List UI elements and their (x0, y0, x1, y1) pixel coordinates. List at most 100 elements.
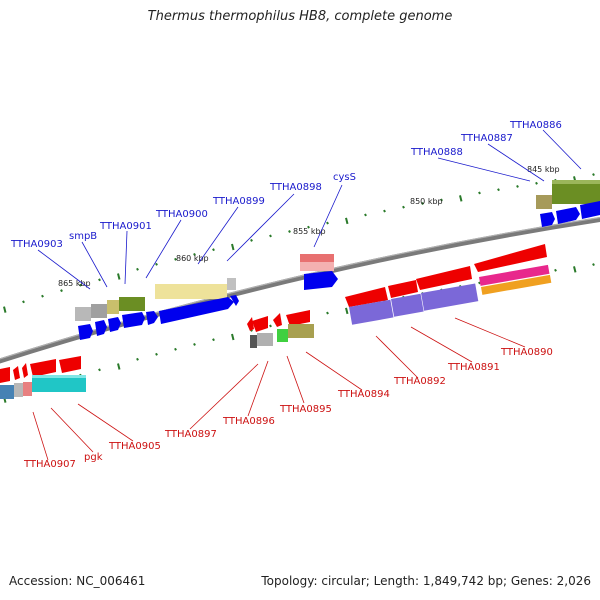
scale-tick-mark (497, 188, 500, 192)
gene-label-cysS[interactable]: cysS (333, 172, 356, 183)
feature-block (300, 254, 334, 262)
gene-label-TTHA0900[interactable]: TTHA0900 (155, 209, 208, 220)
gene-label-TTHA0905[interactable]: TTHA0905 (108, 441, 161, 452)
forward-gene-arrow (95, 320, 107, 336)
forward-gene-arrow (556, 207, 580, 224)
feature-block (32, 375, 86, 378)
scale-tick-mark (326, 221, 329, 225)
reverse-gene-arrow (273, 313, 282, 327)
reverse-gene-arrow (345, 287, 388, 307)
scale-tick-mark (174, 257, 177, 261)
accession-text: Accession: NC_006461 (9, 574, 146, 588)
scale-tick-mark (440, 198, 443, 202)
feature-block (552, 180, 600, 184)
reverse-gene-arrow (388, 280, 418, 298)
feature-block (14, 383, 23, 397)
forward-gene-arrow (230, 295, 239, 306)
scale-tick-mark (592, 173, 595, 176)
forward-gene-arrow (580, 201, 600, 219)
reverse-leader-lines (32, 317, 526, 461)
scale-tick-mark (535, 181, 538, 185)
scale-tick-mark (288, 230, 291, 233)
scale-tick-mark (212, 248, 215, 252)
gene-label-TTHA0901[interactable]: TTHA0901 (99, 221, 152, 232)
scale-ticks: 845 kbp 850 kbp 855 kbp 860 kbp 865 kbp (58, 165, 560, 288)
gene-label-TTHA0895[interactable]: TTHA0895 (279, 404, 332, 415)
forward-gene-arrow (122, 312, 145, 328)
scale-tick-mark (79, 283, 82, 287)
reverse-gene-arrow (286, 310, 310, 326)
feature-block (536, 195, 552, 209)
feature-block (552, 182, 600, 204)
gene-label-TTHA0903[interactable]: TTHA0903 (10, 239, 63, 250)
scale-tick-mark (60, 289, 63, 293)
feature-block (23, 382, 32, 396)
reverse-labels: TTHA0890 TTHA0891 TTHA0892 TTHA0894 TTHA… (23, 347, 553, 470)
gene-label-TTHA0886[interactable]: TTHA0886 (509, 120, 562, 131)
scale-tick-mark (459, 195, 463, 202)
scale-tick-mark (155, 352, 158, 356)
feature-block (75, 307, 91, 321)
forward-gene-arrow (540, 212, 555, 227)
scale-tick-mark (117, 363, 121, 370)
gene-label-TTHA0891[interactable]: TTHA0891 (447, 362, 500, 373)
forward-leader-lines (37, 129, 582, 290)
scale-tick-mark (98, 368, 101, 372)
scale-tick-mark (193, 342, 196, 346)
scale-tick-mark (174, 347, 177, 351)
reverse-gene-arrow (0, 367, 10, 383)
gene-label-TTHA0896[interactable]: TTHA0896 (222, 416, 275, 427)
feature-block (91, 304, 107, 318)
feature-block (421, 283, 479, 311)
gene-label-TTHA0892[interactable]: TTHA0892 (393, 376, 446, 387)
scale-tick-mark (3, 306, 7, 313)
feature-block (481, 274, 552, 295)
scale-tick-mark (421, 202, 424, 205)
gene-label-smpB[interactable]: smpB (69, 231, 97, 242)
feature-block (390, 293, 424, 317)
genome-backbone-highlight (0, 216, 600, 360)
scale-tick-label: 860 kbp (176, 254, 209, 263)
scale-tick-mark (193, 252, 196, 256)
scale-tick-mark (155, 262, 158, 266)
scale-tick-mark (478, 281, 481, 285)
feature-block (250, 335, 257, 348)
scale-tick-label: 850 kbp (410, 197, 443, 206)
feature-block (288, 324, 314, 338)
gene-label-TTHA0899[interactable]: TTHA0899 (212, 196, 265, 207)
page-title: Thermus thermophilus HB8, complete genom… (147, 9, 453, 24)
scale-tick-mark (231, 243, 235, 251)
scale-tick-mark (22, 300, 25, 304)
scale-tick-mark (250, 238, 253, 242)
gene-label-TTHA0897[interactable]: TTHA0897 (164, 429, 217, 440)
gene-label-TTHA0888[interactable]: TTHA0888 (410, 147, 463, 158)
feature-block (300, 262, 334, 271)
scale-tick-mark (478, 191, 481, 195)
gene-label-TTHA0894[interactable]: TTHA0894 (337, 389, 390, 400)
scale-tick-mark (554, 268, 557, 272)
scale-tick-mark (326, 311, 329, 315)
scale-tick-mark (269, 324, 272, 328)
scale-tick-mark (231, 333, 235, 341)
feature-block (227, 278, 236, 290)
scale-tick-mark (98, 278, 101, 282)
reverse-gene-arrow (59, 356, 81, 373)
scale-tick-label: 855 kbp (293, 227, 326, 236)
feature-block (107, 300, 119, 314)
scale-tick-mark (117, 273, 121, 280)
topology-text: Topology: circular; Length: 1,849,742 bp… (261, 574, 591, 588)
feature-block (257, 333, 273, 346)
gene-label-pgk[interactable]: pgk (84, 452, 103, 463)
genome-backbone (0, 217, 600, 364)
gene-label-TTHA0887[interactable]: TTHA0887 (460, 133, 513, 144)
scale-tick-mark (573, 266, 577, 273)
scale-tick-mark (364, 213, 367, 217)
feature-block (349, 299, 394, 325)
gene-label-TTHA0890[interactable]: TTHA0890 (500, 347, 553, 358)
reverse-gene-arrow (252, 316, 268, 332)
gene-label-TTHA0898[interactable]: TTHA0898 (269, 182, 322, 193)
reverse-gene-arrow (30, 359, 56, 377)
gene-label-TTHA0907[interactable]: TTHA0907 (23, 459, 76, 470)
feature-block (277, 329, 288, 342)
forward-gene-arrow (159, 297, 234, 324)
